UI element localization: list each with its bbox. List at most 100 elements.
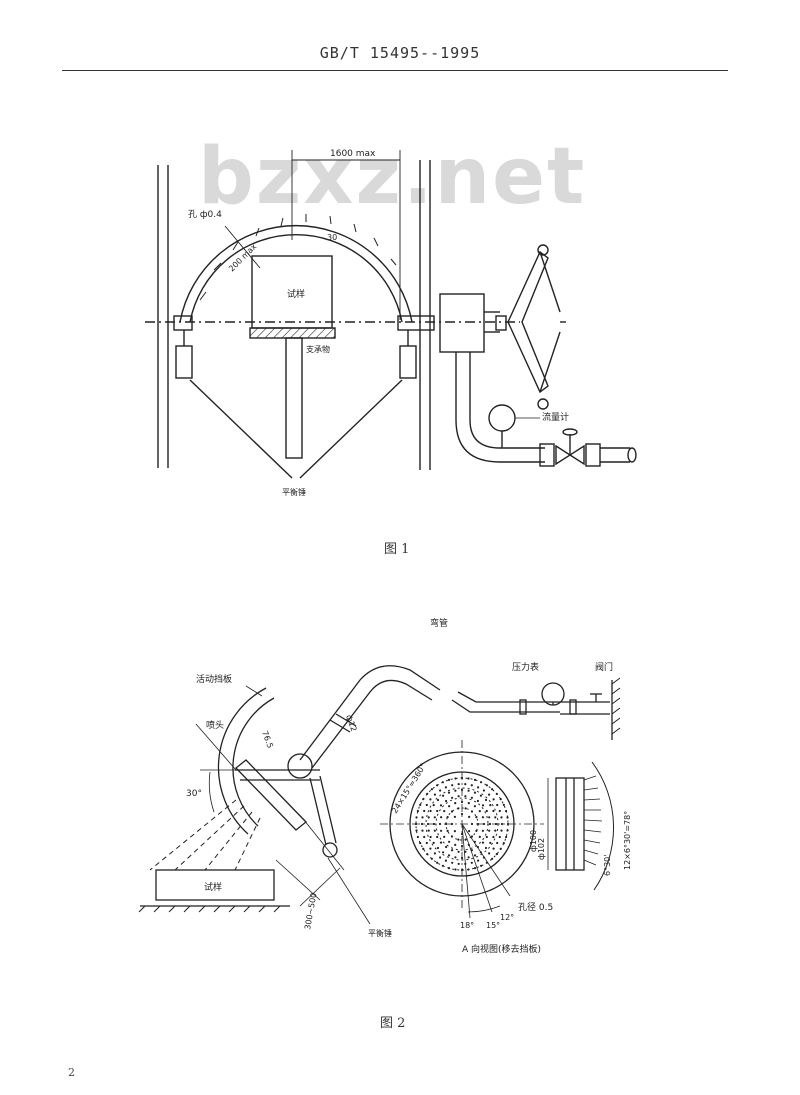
nozzle-hole xyxy=(470,849,473,852)
nozzle-hole xyxy=(470,861,473,864)
nozzle-hole xyxy=(422,847,425,850)
nozzle-hole xyxy=(447,867,451,870)
fig1-flowmeter: 流量计 xyxy=(542,411,569,423)
nozzle-hole xyxy=(480,781,483,784)
nozzle-hole xyxy=(467,802,470,805)
fig1-counterweight: 平衡锤 xyxy=(282,487,306,497)
nozzle-hole xyxy=(498,835,501,839)
nozzle-hole xyxy=(436,798,440,802)
fig2-nozzle: 喷头 xyxy=(206,720,224,731)
nozzle-hole xyxy=(500,816,503,819)
nozzle-hole xyxy=(441,781,444,784)
nozzle-hole xyxy=(415,829,418,832)
nozzle-hole xyxy=(460,788,464,792)
nozzle-hole xyxy=(460,868,464,872)
nozzle-hole xyxy=(420,822,424,826)
nozzle-hole xyxy=(496,803,499,807)
nozzle-hole xyxy=(445,799,448,803)
nozzle-hole xyxy=(485,861,488,864)
fig2-side-dim1: 6°30' xyxy=(603,855,612,876)
nozzle-hole xyxy=(464,795,467,798)
nozzle-hole xyxy=(448,805,451,808)
nozzle-hole xyxy=(494,816,497,819)
nozzle-hole xyxy=(473,867,477,870)
nozzle-hole xyxy=(447,791,451,794)
fig1-support: 支承物 xyxy=(306,344,330,354)
nozzle-hole xyxy=(470,784,473,787)
nozzle-hole xyxy=(436,835,439,839)
nozzle-hole xyxy=(426,822,430,826)
nozzle-hole xyxy=(416,809,419,813)
nozzle-hole xyxy=(505,835,508,839)
nozzle-hole xyxy=(457,862,460,865)
nozzle-hole xyxy=(495,792,498,795)
nozzle-hole xyxy=(477,786,480,789)
fig2-specimen: 试样 xyxy=(204,881,222,893)
fig2-side-dim2: 12×6°30'=78° xyxy=(623,811,632,870)
nozzle-hole xyxy=(433,793,436,796)
nozzle-hole xyxy=(464,862,467,865)
nozzle-hole xyxy=(506,822,510,826)
nozzle-hole xyxy=(498,809,501,813)
nozzle-hole xyxy=(427,816,430,819)
nozzle-hole xyxy=(451,784,454,787)
nozzle-hole xyxy=(481,829,484,832)
nozzle-hole xyxy=(473,791,477,794)
nozzle-hole xyxy=(479,851,482,854)
nozzle-hole xyxy=(425,803,428,807)
nozzle-hole xyxy=(480,864,483,867)
fig2-dim-102: ф102 xyxy=(537,838,546,860)
nozzle-hole xyxy=(460,776,464,780)
nozzle-hole xyxy=(482,789,485,792)
nozzle-hole xyxy=(426,853,429,856)
nozzle-hole xyxy=(488,822,492,826)
nozzle-hole xyxy=(451,796,454,799)
fig2-hole-dia: 孔径 0.5 xyxy=(518,901,553,913)
nozzle-hole xyxy=(495,853,498,856)
nozzle-hole xyxy=(464,838,467,841)
header-rule xyxy=(62,70,728,71)
nozzle-hole xyxy=(436,784,439,787)
nozzle-hole xyxy=(492,798,495,801)
nozzle-hole xyxy=(494,829,497,832)
nozzle-hole xyxy=(457,795,460,798)
nozzle-hole xyxy=(482,822,486,826)
nozzle-hole xyxy=(447,854,451,857)
nozzle-hole xyxy=(436,861,439,864)
nozzle-hole xyxy=(505,809,508,813)
fig2-valve: 阀门 xyxy=(595,661,613,673)
nozzle-hole xyxy=(425,841,428,845)
nozzle-hole xyxy=(481,816,484,819)
nozzle-hole xyxy=(414,822,418,826)
nozzle-hole xyxy=(441,864,444,867)
nozzle-hole xyxy=(427,829,430,832)
nozzle-hole xyxy=(476,822,480,826)
fig2-dim-76: 76.5 xyxy=(260,730,275,750)
nozzle-hole xyxy=(442,851,445,854)
nozzle-hole xyxy=(454,843,457,846)
nozzle-hole xyxy=(440,816,443,819)
nozzle-hole xyxy=(430,857,433,860)
nozzle-hole xyxy=(478,810,481,813)
nozzle-hole xyxy=(446,829,449,832)
nozzle-hole xyxy=(436,846,440,850)
nozzle-hole xyxy=(444,786,447,789)
nozzle-hole xyxy=(500,829,503,832)
nozzle-hole xyxy=(470,796,473,799)
nozzle-hole xyxy=(477,859,480,862)
nozzle-hole xyxy=(502,842,505,845)
nozzle-hole xyxy=(467,789,470,792)
fig2-angle-15: 15° xyxy=(486,921,500,930)
figure1-caption: 图 1 xyxy=(384,542,410,557)
fig2-dim-outer-ring: 24×15°=360° xyxy=(390,762,428,815)
nozzle-hole xyxy=(464,807,467,810)
nozzle-hole xyxy=(464,850,467,853)
nozzle-hole xyxy=(454,777,457,780)
nozzle-hole xyxy=(419,803,422,806)
nozzle-hole xyxy=(443,810,446,813)
fig2-pressure-gauge: 压力表 xyxy=(512,661,539,673)
page-number: 2 xyxy=(68,1066,75,1079)
nozzle-hole xyxy=(491,788,494,791)
nozzle-hole xyxy=(470,810,474,813)
standard-number: GB/T 15495--1995 xyxy=(319,44,481,62)
